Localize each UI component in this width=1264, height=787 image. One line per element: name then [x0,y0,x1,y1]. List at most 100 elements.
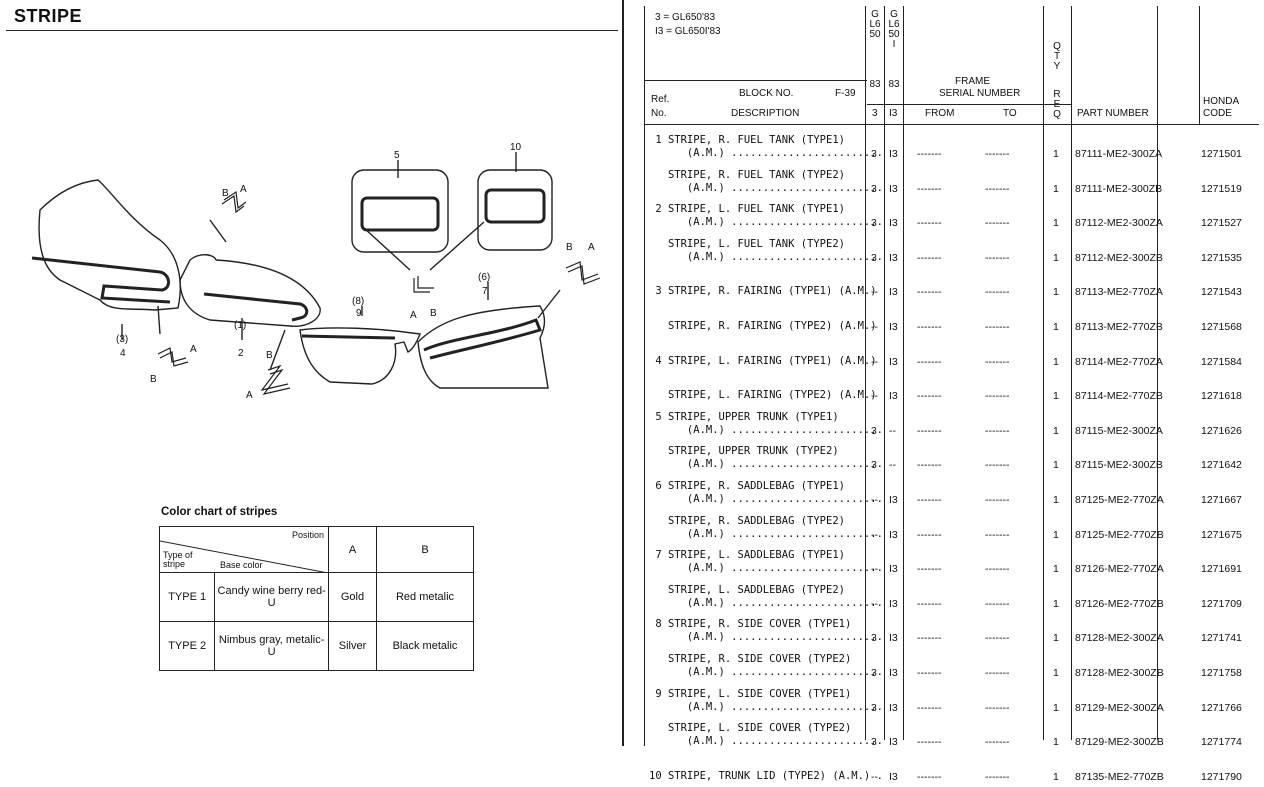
description-line1: STRIPE, L. SIDE COVER (TYPE2) [649,722,852,735]
section-title: STRIPE [14,6,83,26]
qty-value: 1 [1053,217,1059,230]
serial-from: ------- [917,701,942,714]
model1-value: 3 [871,701,877,714]
description-line2: (A.M.) ........................ [649,250,883,263]
model1-value: -- [871,494,878,506]
description-line2: (A.M.) ........................ [649,147,883,159]
model1-value: -- [871,528,878,541]
part-number: 87113-ME2-770ZB [1075,321,1163,333]
honda-code: 1271568 [1201,321,1242,333]
color-chart-title: Color chart of stripes [161,506,278,518]
callout-9: 9 [356,308,362,319]
description-line1: STRIPE, R. SIDE COVER (TYPE2) [649,653,852,665]
callout-4: 4 [120,348,126,359]
upper-trunk-shape [351,169,449,253]
model2-value: I3 [889,701,898,714]
qty-value: 1 [1053,632,1059,645]
table-row: 6 STRIPE, R. SADDLEBAG (TYPE1) (A.M.) ..… [645,478,1259,510]
part-number: 87114-ME2-770ZA [1075,355,1163,368]
model2-value: -- [889,424,896,437]
model1-value: 3 [871,182,877,195]
honda-code: 1271758 [1201,667,1242,679]
part-number: 87135-ME2-770ZB [1075,770,1164,783]
model1-value: -- [871,321,878,333]
model2-value: I3 [889,528,898,541]
description-line1: 8 STRIPE, R. SIDE COVER (TYPE1) [649,618,852,631]
serial-from: ------- [917,563,942,576]
illustration-panel: STRIPE [0,0,624,746]
model1-value: -- [871,286,878,299]
side-cover-shape [299,327,421,385]
honda-code: 1271766 [1201,701,1242,714]
model1-value: 3 [871,459,877,472]
fuel-tank-shape [179,254,321,327]
serial-from: ------- [917,459,942,472]
serial-from: ------- [917,148,942,160]
description-line1: 1 STRIPE, R. FUEL TANK (TYPE1) [649,134,845,146]
serial-from: ------- [917,286,942,299]
part-number: 87111-ME2-300ZA [1075,148,1163,160]
description-line2: 4 STRIPE, L. FAIRING (TYPE1) (A.M.) [649,354,877,367]
model2-value: I3 [889,286,898,299]
svg-text:A: A [588,242,595,253]
description-line1: 5 STRIPE, UPPER TRUNK (TYPE1) [649,410,839,423]
serial-to: ------- [985,217,1010,230]
part-number: 87125-ME2-770ZA [1075,494,1164,506]
table-row: 3 STRIPE, R. FAIRING (TYPE1) (A.M.)--I3-… [645,270,1259,302]
description-line2: (A.M.) ........................ [649,458,883,471]
qty-value: 1 [1053,424,1059,437]
table-row: 2 STRIPE, L. FUEL TANK (TYPE1) (A.M.) ..… [645,201,1259,233]
part-number: 87114-ME2-770ZB [1075,390,1163,403]
model1-value: 3 [871,424,877,437]
model2-value: I3 [889,632,898,645]
description-line2: (A.M.) ........................ [649,596,883,609]
table-row: STRIPE, L. SIDE COVER (TYPE2) (A.M.) ...… [645,720,1259,752]
description-line2: (A.M.) ........................ [649,562,883,575]
qty-value: 1 [1053,459,1059,472]
exploded-diagram: 5 10 (6) 7 (8) 9 (1) 2 (3) 4 B A A B B A… [31,142,601,401]
description-line1: 6 STRIPE, R. SADDLEBAG (TYPE1) [649,480,845,492]
model1-value: 3 [871,632,877,645]
qty-value: 1 [1053,355,1059,368]
model2-value: I3 [889,355,898,368]
table-row: 1 STRIPE, R. FUEL TANK (TYPE1) (A.M.) ..… [645,132,1259,164]
svg-text:B: B [266,350,273,361]
honda-code: 1271519 [1201,182,1242,195]
description-line1: 9 STRIPE, L. SIDE COVER (TYPE1) [649,687,852,700]
table-row: 10 STRIPE, TRUNK LID (TYPE2) (A.M.) .--I… [645,755,1259,787]
description-line1: 2 STRIPE, L. FUEL TANK (TYPE1) [649,203,845,216]
model1-value: 3 [871,736,877,749]
fairing-shape [38,179,181,311]
model1-value: -- [871,390,878,403]
honda-code: 1271618 [1201,390,1242,403]
model2-code: GL650I [888,9,900,50]
table-row: STRIPE, R. FUEL TANK (TYPE2) (A.M.) ....… [645,167,1259,199]
svg-text:A: A [190,344,197,355]
req-label: REQ [1053,89,1061,120]
serial-to: ------- [985,459,1010,472]
model1-value: -- [871,563,878,576]
serial-from: ------- [917,667,942,679]
serial-to: ------- [985,563,1010,576]
serial-from: ------- [917,355,942,368]
section-title-bar: STRIPE [6,4,618,31]
callout-1: (1) [234,320,246,331]
model1-value: -- [871,770,878,783]
qty-value: 1 [1053,251,1059,264]
callout-7: 7 [482,286,488,297]
serial-to: ------- [985,321,1010,333]
description-line2: STRIPE, L. FAIRING (TYPE2) (A.M.) [649,389,877,402]
model2-value: I3 [889,148,898,160]
color-chart-row: TYPE 1 Candy wine berry red-U Gold Red m… [158,572,474,622]
model1-value: 3 [871,148,877,160]
honda-code: 1271535 [1201,251,1242,264]
description-line2: STRIPE, R. FAIRING (TYPE2) (A.M.) [649,320,877,332]
description-line2: (A.M.) ........................ [649,493,883,505]
svg-text:B: B [430,308,437,319]
model1-value: 3 [871,251,877,264]
table-row: STRIPE, L. SADDLEBAG (TYPE2) (A.M.) ....… [645,582,1259,614]
parts-list-panel: 3 = GL650'83 I3 = GL650I'83 Ref. No. BLO… [644,6,1259,783]
part-number: 87128-ME2-300ZA [1075,632,1164,645]
legend-2: I3 = GL650I'83 [655,26,721,37]
table-row: STRIPE, L. FUEL TANK (TYPE2) (A.M.) ....… [645,236,1259,268]
